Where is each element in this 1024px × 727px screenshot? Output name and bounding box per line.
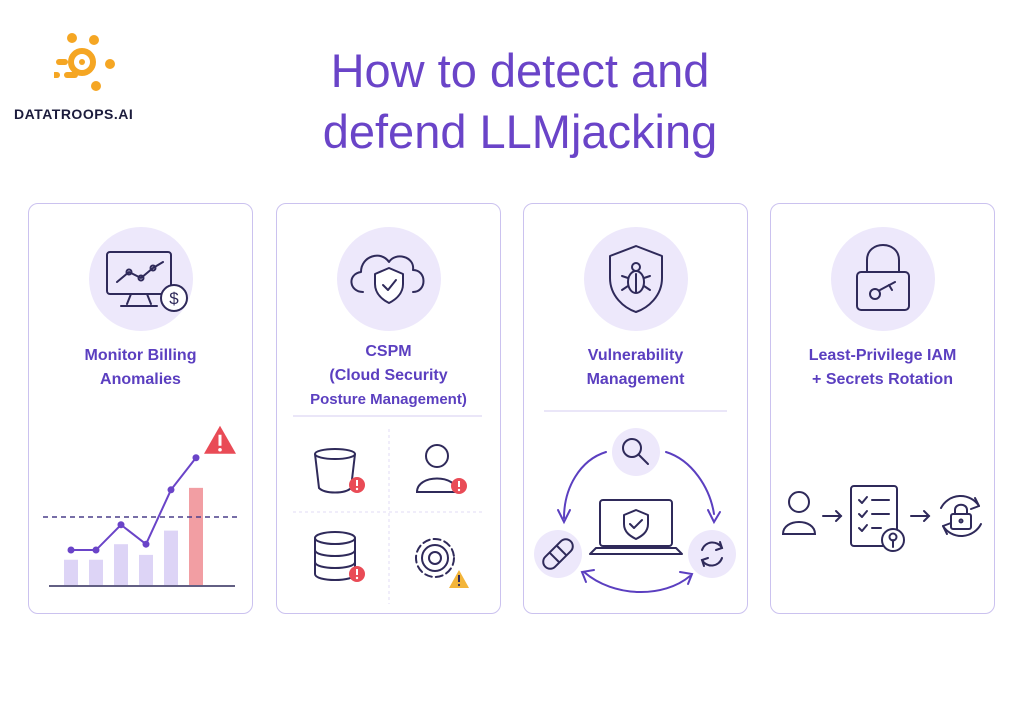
- card-2-graphics: [293, 227, 482, 604]
- arrow-right-icon: [822, 510, 843, 522]
- page-title: How to detect and defend LLMjacking: [230, 40, 810, 162]
- user-alert-icon: [415, 444, 467, 494]
- card-1-title-line-2: Anomalies: [100, 371, 181, 388]
- user-icon: [781, 491, 817, 535]
- chart-point: [167, 486, 175, 494]
- chart-trend-line: [71, 457, 197, 552]
- billing-anomaly-chart: [43, 425, 241, 587]
- card-3-title-line-2: Management: [586, 371, 685, 388]
- card-vulnerability: Vulnerability Management: [523, 203, 748, 614]
- svg-text:$: $: [169, 289, 179, 308]
- card-3-graphics: [534, 227, 736, 593]
- card-3-title: Vulnerability Management: [524, 344, 747, 392]
- cloud-shield-icon: [350, 254, 425, 304]
- card-4-title: Least-Privilege IAM + Secrets Rotation: [771, 344, 994, 392]
- card-2-title-line-2: (Cloud Security: [329, 367, 448, 384]
- title-line-1: How to detect and: [330, 44, 710, 97]
- chart-point: [142, 540, 150, 548]
- card-2-title: CSPM (Cloud Security Posture Management): [277, 340, 500, 412]
- chart-bar: [64, 559, 78, 585]
- card-1-graphics: $: [43, 227, 241, 587]
- database-alert-icon: [314, 531, 365, 582]
- card-least-privilege: Least-Privilege IAM + Secrets Rotation: [770, 203, 995, 614]
- bandage-icon: [534, 530, 582, 578]
- refresh-icon: [688, 530, 736, 578]
- card-3-title-line-1: Vulnerability: [587, 347, 684, 364]
- card-1-title: Monitor Billing Anomalies: [29, 344, 252, 392]
- chart-bar: [164, 530, 178, 585]
- chart-bar: [89, 559, 103, 585]
- icon-circle-bg: [831, 227, 935, 331]
- card-monitor-billing: $ Monitor Billing Anomalies: [28, 203, 253, 614]
- gear-warning-icon: [415, 538, 469, 588]
- card-2-title-line-1: CSPM: [365, 343, 412, 360]
- laptop-shield-icon: [589, 499, 683, 555]
- brand-name: DATATROOPS.AI: [14, 106, 134, 122]
- arrow-right-icon: [910, 510, 931, 522]
- chart-bar-anomaly: [189, 487, 203, 585]
- chart-point: [92, 546, 100, 554]
- magnifier-icon: [612, 428, 660, 476]
- brand-logo: DATATROOPS.AI: [14, 30, 164, 130]
- datatroops-logo-icon: [54, 33, 115, 91]
- chart-point: [192, 454, 200, 462]
- shield-bug-icon: [609, 245, 663, 313]
- bucket-alert-icon: [314, 448, 365, 494]
- alert-mark: [218, 434, 222, 446]
- card-4-title-line-2: + Secrets Rotation: [812, 371, 953, 388]
- title-line-2: defend LLMjacking: [322, 105, 718, 158]
- chart-bar: [114, 544, 128, 585]
- chart-point: [67, 546, 75, 554]
- checklist-key-icon: [850, 485, 905, 552]
- cycle-arrows: [557, 451, 721, 593]
- card-cspm: CSPM (Cloud Security Posture Management): [276, 203, 501, 614]
- alert-dot: [218, 447, 222, 452]
- card-1-title-line-1: Monitor Billing: [84, 347, 197, 364]
- card-4-graphics: [781, 227, 982, 552]
- card-2-title-line-3: Posture Management): [310, 391, 467, 408]
- monitor-chart-dollar-icon: $: [106, 251, 188, 312]
- padlock-key-icon: [856, 244, 910, 311]
- card-4-title-line-1: Least-Privilege IAM: [808, 347, 957, 364]
- chart-bar: [139, 554, 153, 585]
- lock-rotation-icon: [940, 495, 982, 537]
- chart-point: [117, 521, 125, 529]
